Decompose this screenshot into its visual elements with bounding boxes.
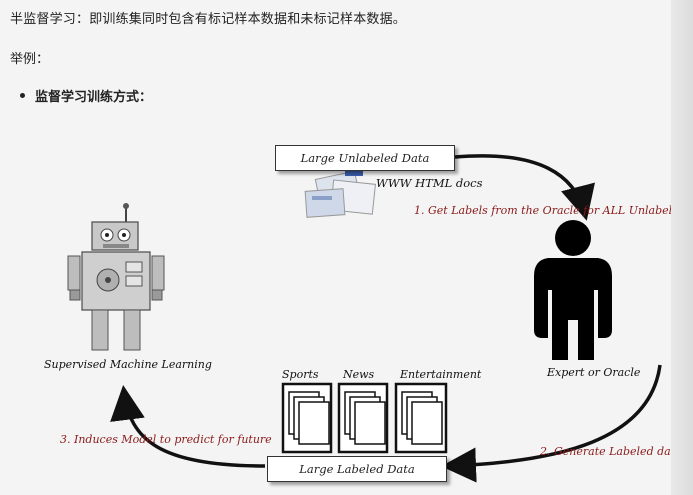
arrow-to-labeled-data [441,364,662,483]
docs-caption: WWW HTML docs [376,176,483,190]
entertainment-docs-icon [394,382,448,454]
bullet-label: 监督学习训练方式： [35,90,153,105]
robot-icon [67,203,165,351]
intro-text: 半监督学习：即训练集同时包含有标记样本数据和未标记样本数据。 [10,12,407,27]
html-docs-pile-icon [304,170,376,218]
step-1-label: 1. Get Labels from the Oracle for ALL Un… [414,204,686,217]
robot-caption: Supervised Machine Learning [44,358,212,371]
oracle-person-icon [534,220,612,360]
oracle-caption: Expert or Oracle [547,366,641,379]
step-3-label: 3. Induces Model to predict for future [60,433,272,446]
category-sports: Sports [282,368,319,381]
category-news: News [343,368,375,381]
large-labeled-data-box: Large Labeled Data [267,456,447,482]
category-entertainment: Entertainment [400,368,482,381]
arrow-to-model [110,385,266,468]
example-label: 举例： [10,52,50,67]
news-docs-icon [337,382,389,454]
sports-docs-icon [281,382,333,454]
arrow-to-oracle [454,154,595,221]
bullet-dot-icon [20,93,25,98]
large-unlabeled-data-box: Large Unlabeled Data [275,145,455,171]
scrollbar[interactable] [671,0,693,495]
bullet-item: 监督学习训练方式： [20,86,152,105]
step-2-label: 2. Generate Labeled data [540,445,682,458]
